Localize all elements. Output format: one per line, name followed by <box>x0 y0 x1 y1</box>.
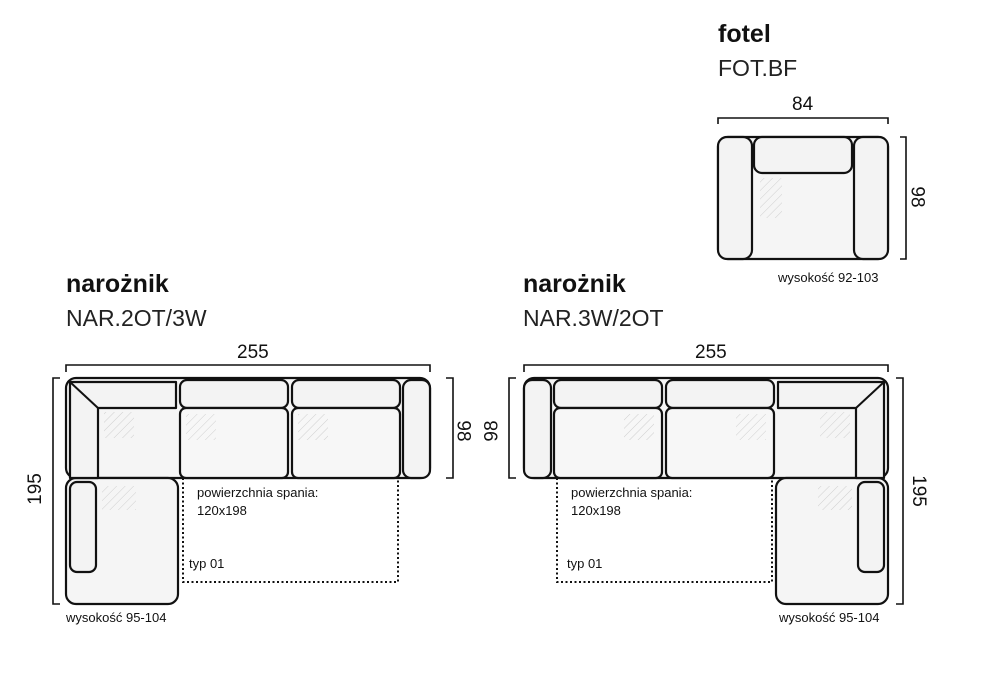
corner-right-stitching-3 <box>820 412 850 438</box>
armchair-depth-line <box>900 136 907 260</box>
corner-left-type-label: typ 01 <box>189 556 225 571</box>
corner-right-sleeping-label: powierzchnia spania: <box>571 485 693 500</box>
corner-left-back-cushion-1 <box>178 378 290 410</box>
armchair-seat-stitching <box>760 178 782 218</box>
corner-left-sleeping-size: 120x198 <box>197 503 247 518</box>
armchair-height-label: wysokość 92-103 <box>778 270 879 285</box>
corner-left-sleeping-area-outline <box>182 478 399 583</box>
corner-left-stitching-1 <box>104 412 134 438</box>
corner-left-depth-line <box>446 377 454 479</box>
corner-left-length-line <box>52 377 60 605</box>
armchair-depth-label: 98 <box>906 186 928 208</box>
armchair-plan <box>716 135 890 261</box>
corner-left-title: narożnik <box>66 270 169 298</box>
corner-left-back-cushion-2 <box>290 378 402 410</box>
armchair-code: FOT.BF <box>718 55 798 81</box>
armchair-title: fotel <box>718 20 771 48</box>
corner-left-height-label: wysokość 95-104 <box>66 610 167 625</box>
corner-left-right-arm <box>401 378 432 480</box>
corner-right-width-line <box>523 364 889 372</box>
corner-right-stitching-4 <box>818 486 852 510</box>
corner-right-sleeping-size: 120x198 <box>571 503 621 518</box>
corner-right-title: narożnik <box>523 270 626 298</box>
corner-right-depth-label: 98 <box>481 420 503 442</box>
armchair-width-line <box>717 117 889 124</box>
corner-left-depth-label: 98 <box>452 420 474 442</box>
corner-right-plan <box>522 376 890 606</box>
corner-right-stitching-1 <box>624 414 654 440</box>
armchair-left-arm <box>716 135 754 261</box>
corner-right-stitching-2 <box>736 414 766 440</box>
corner-right-length-line <box>896 377 904 605</box>
corner-right-length-label: 195 <box>907 475 929 507</box>
corner-right-sleeping-area-outline <box>556 478 773 583</box>
corner-left-sleeping-label: powierzchnia spania: <box>197 485 319 500</box>
armchair-width-label: 84 <box>792 94 814 115</box>
corner-right-chaise-back <box>856 480 886 574</box>
corner-left-width-line <box>65 364 431 372</box>
corner-left-stitching-2 <box>186 414 216 440</box>
corner-left-width-label: 255 <box>237 342 269 363</box>
corner-right-back-cushion-1 <box>552 378 664 410</box>
corner-left-length-label: 195 <box>24 473 46 505</box>
corner-left-plan <box>64 376 432 606</box>
corner-right-left-arm <box>522 378 553 480</box>
corner-right-code: NAR.3W/2OT <box>523 305 664 331</box>
corner-left-stitching-3 <box>298 414 328 440</box>
armchair-right-arm <box>852 135 890 261</box>
corner-right-height-label: wysokość 95-104 <box>779 610 880 625</box>
corner-right-width-label: 255 <box>695 342 727 363</box>
corner-left-code: NAR.2OT/3W <box>66 305 207 331</box>
corner-right-type-label: typ 01 <box>567 556 603 571</box>
corner-left-stitching-4 <box>102 486 136 510</box>
corner-right-back-cushion-2 <box>664 378 776 410</box>
corner-left-chaise-back <box>68 480 98 574</box>
corner-right-depth-line <box>508 377 516 479</box>
armchair-backrest <box>752 135 854 175</box>
